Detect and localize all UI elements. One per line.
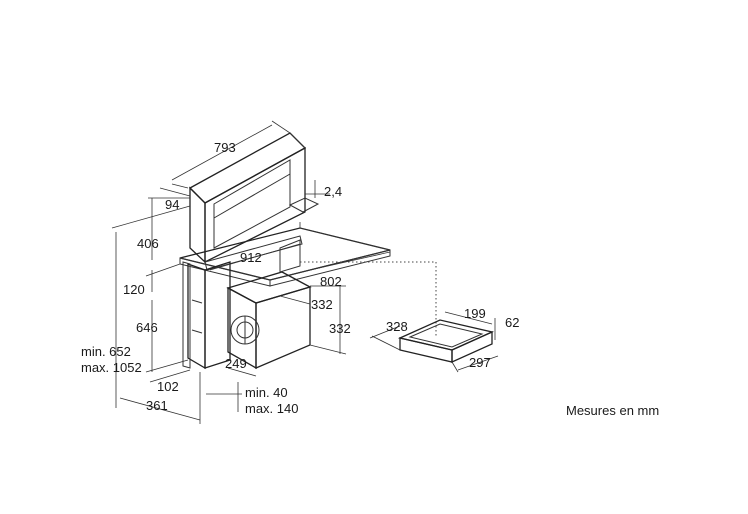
dim-hood-depth: 94: [165, 197, 179, 212]
dim-box-width: 199: [464, 306, 486, 321]
dimension-lines: [111, 120, 499, 424]
dim-box-height: 62: [505, 315, 519, 330]
hood-panel: [188, 132, 320, 264]
dim-travel-max: max. 1052: [81, 360, 142, 375]
dim-glass-thickness: 2,4: [324, 184, 342, 199]
dim-box-length: 328: [386, 319, 408, 334]
dim-worktop-height: 120: [123, 282, 145, 297]
dim-travel-min: min. 652: [81, 344, 131, 359]
hood-body: [182, 261, 231, 370]
motor-unit: [226, 239, 312, 370]
worktop: [179, 227, 391, 287]
dim-cutout-width: 912: [240, 250, 262, 265]
dim-hood-height: 406: [137, 236, 159, 251]
dim-motor-width: 332: [311, 297, 333, 312]
dim-motor-height: 332: [329, 321, 351, 336]
dim-cutout-depth: 802: [320, 274, 342, 289]
dim-motor-depth: 249: [225, 356, 247, 371]
dim-box-depth: 297: [469, 355, 491, 370]
dim-body-height: 646: [136, 320, 158, 335]
dim-total-depth: 361: [146, 398, 168, 413]
dim-base-depth: 102: [157, 379, 179, 394]
dim-clearance-min: min. 40: [245, 385, 288, 400]
dim-clearance-max: max. 140: [245, 401, 298, 416]
dim-hood-width: 793: [214, 140, 236, 155]
units-note: Mesures en mm: [566, 403, 660, 418]
